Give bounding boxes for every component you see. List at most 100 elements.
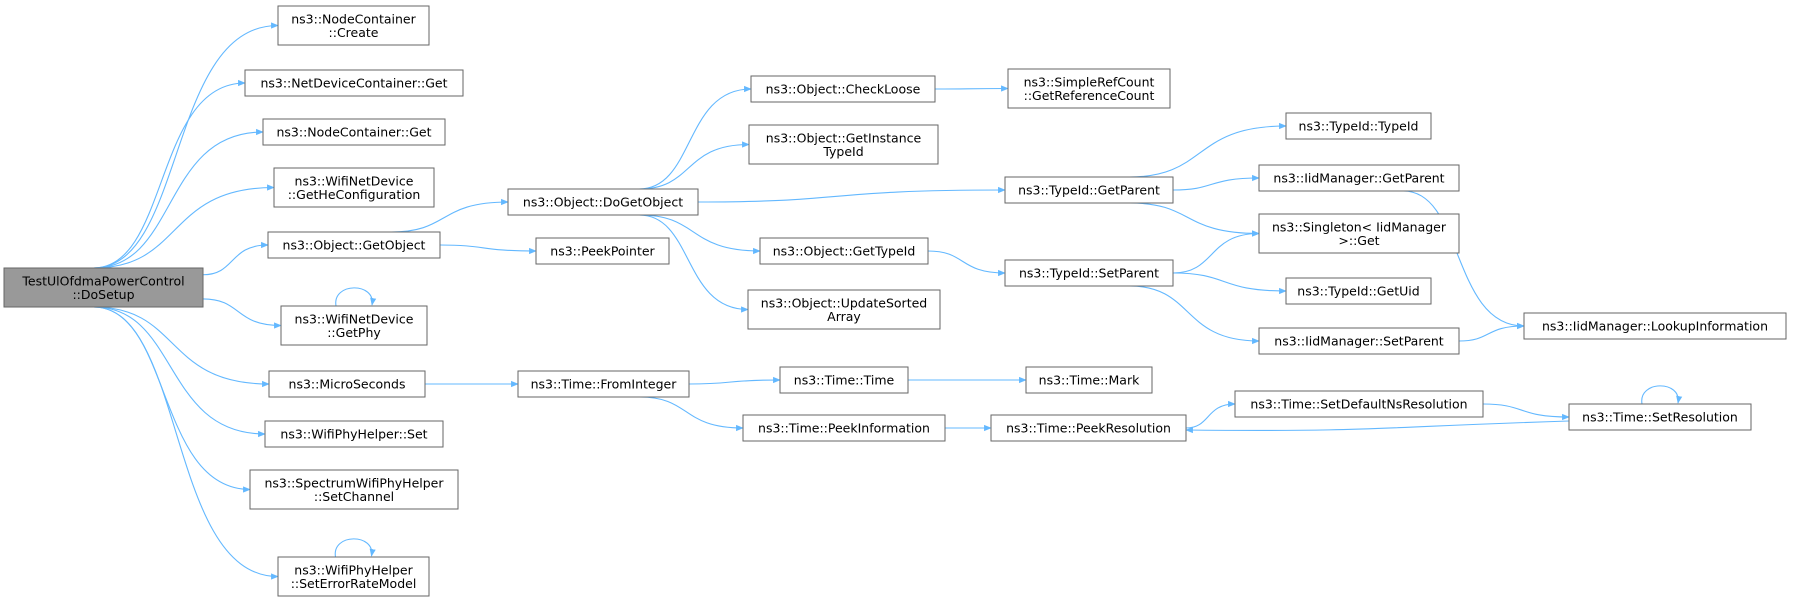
- edge-dogetobject-to-updsorted: [639, 214, 749, 313]
- node-box-microseconds: [268, 370, 426, 398]
- node-label-setchannel-0: ns3::SpectrumWifiPhyHelper: [265, 475, 445, 490]
- node-getrefcount[interactable]: ns3::SimpleRefCount::GetReferenceCount: [1007, 68, 1171, 109]
- node-label-nc_create-1: ::Create: [329, 25, 379, 40]
- node-getobject[interactable]: ns3::Object::GetObject: [267, 231, 441, 259]
- edge-setdefres-to-setres: [1482, 403, 1570, 421]
- node-label-tid_setparent-0: ns3::TypeId::SetParent: [1019, 266, 1159, 281]
- node-peekpointer[interactable]: ns3::PeekPointer: [535, 237, 670, 265]
- node-box-getobject: [267, 231, 441, 259]
- node-label-peekres-0: ns3::Time::PeekResolution: [1006, 421, 1171, 436]
- edge-gettypeid-to-tid_setparent: [927, 250, 1006, 277]
- node-dogetobject[interactable]: ns3::Object::DoGetObject: [507, 188, 699, 216]
- node-box-wph_set: [264, 420, 444, 448]
- node-nc_get[interactable]: ns3::NodeContainer::Get: [262, 118, 446, 146]
- edge-dogetobject-to-gettypeid: [639, 214, 761, 255]
- edge-root-to-wph_set: [93, 306, 266, 438]
- node-time_mark[interactable]: ns3::Time::Mark: [1025, 366, 1153, 394]
- node-label-getuid-0: ns3::TypeId::GetUid: [1297, 284, 1419, 299]
- node-tid_typeid[interactable]: ns3::TypeId::TypeId: [1285, 112, 1432, 140]
- node-singleton[interactable]: ns3::Singleton< IidManager>::Get: [1258, 213, 1460, 254]
- node-tid_getparent[interactable]: ns3::TypeId::GetParent: [1004, 176, 1174, 204]
- node-label-setdefres-0: ns3::Time::SetDefaultNsResolution: [1250, 397, 1467, 412]
- edge-setres-to-setres: [1641, 385, 1683, 405]
- edge-root-to-getphy: [202, 298, 282, 329]
- edge-getphy-to-getphy: [335, 287, 377, 307]
- node-setres[interactable]: ns3::Time::SetResolution: [1568, 403, 1752, 431]
- node-lookup[interactable]: ns3::IidManager::LookupInformation: [1523, 312, 1787, 340]
- node-label-dogetobject-0: ns3::Object::DoGetObject: [523, 195, 683, 210]
- node-box-peekinfo: [742, 414, 946, 442]
- node-label-singleton-0: ns3::Singleton< IidManager: [1272, 219, 1447, 234]
- node-box-setchannel: [249, 469, 459, 510]
- node-microseconds[interactable]: ns3::MicroSeconds: [268, 370, 426, 398]
- node-iid_getparent[interactable]: ns3::IidManager::GetParent: [1258, 164, 1460, 192]
- node-setdefres[interactable]: ns3::Time::SetDefaultNsResolution: [1234, 390, 1484, 418]
- node-label-getheconf-1: ::GetHeConfiguration: [288, 187, 421, 202]
- node-label-ndc_get-0: ns3::NetDeviceContainer::Get: [260, 76, 447, 91]
- nodes-layer: TestUlOfdmaPowerControl::DoSetup ns3::Nod…: [3, 5, 1787, 597]
- node-label-setres-0: ns3::Time::SetResolution: [1582, 410, 1738, 425]
- node-box-dogetobject: [507, 188, 699, 216]
- node-root[interactable]: TestUlOfdmaPowerControl::DoSetup: [3, 267, 204, 308]
- node-label-tid_typeid-0: ns3::TypeId::TypeId: [1299, 119, 1419, 134]
- node-label-seterror-1: ::SetErrorRateModel: [291, 576, 417, 591]
- node-peekinfo[interactable]: ns3::Time::PeekInformation: [742, 414, 946, 442]
- node-label-setchannel-1: ::SetChannel: [314, 489, 394, 504]
- edges-layer: [93, 22, 1683, 580]
- node-label-getinst-1: TypeId: [822, 144, 863, 159]
- edge-root-to-microseconds: [93, 306, 270, 388]
- edge-dogetobject-to-checkloose: [638, 85, 752, 190]
- node-time_time[interactable]: ns3::Time::Time: [779, 366, 909, 394]
- node-label-getrefcount-0: ns3::SimpleRefCount: [1024, 74, 1155, 89]
- node-seterror[interactable]: ns3::WifiPhyHelper::SetErrorRateModel: [277, 556, 430, 597]
- node-box-getphy: [280, 305, 428, 346]
- node-box-fromint: [517, 370, 690, 398]
- node-box-singleton: [1258, 213, 1460, 254]
- node-label-time_mark-0: ns3::Time::Mark: [1039, 373, 1140, 388]
- node-box-getinst: [748, 124, 939, 165]
- node-getuid[interactable]: ns3::TypeId::GetUid: [1285, 277, 1432, 305]
- node-checkloose[interactable]: ns3::Object::CheckLoose: [750, 75, 936, 103]
- node-label-singleton-1: >::Get: [1338, 233, 1379, 248]
- node-box-time_mark: [1025, 366, 1153, 394]
- edge-fromint-to-time_time: [688, 376, 781, 385]
- edge-tid_setparent-to-singleton: [1172, 230, 1260, 274]
- node-label-nc_get-0: ns3::NodeContainer::Get: [277, 125, 432, 140]
- node-box-time_time: [779, 366, 909, 394]
- node-label-getphy-0: ns3::WifiNetDevice: [295, 311, 414, 326]
- node-label-microseconds-0: ns3::MicroSeconds: [289, 377, 406, 392]
- edge-tid_getparent-to-iid_getparent: [1172, 174, 1260, 191]
- edge-getobject-to-dogetobject: [391, 198, 509, 233]
- node-label-getinst-0: ns3::Object::GetInstance: [766, 130, 922, 145]
- node-label-root-1: ::DoSetup: [72, 287, 134, 302]
- node-label-peekinfo-0: ns3::Time::PeekInformation: [758, 421, 930, 436]
- node-box-tid_setparent: [1004, 259, 1174, 287]
- edge-checkloose-to-getrefcount: [934, 85, 1009, 92]
- node-iid_setparent[interactable]: ns3::IidManager::SetParent: [1258, 327, 1460, 355]
- edge-peekres-to-setdefres: [1185, 400, 1236, 429]
- node-getheconf[interactable]: ns3::WifiNetDevice::GetHeConfiguration: [273, 167, 435, 208]
- node-ndc_get[interactable]: ns3::NetDeviceContainer::Get: [244, 69, 464, 97]
- node-label-updsorted-0: ns3::Object::UpdateSorted: [761, 295, 927, 310]
- node-wph_set[interactable]: ns3::WifiPhyHelper::Set: [264, 420, 444, 448]
- node-getphy[interactable]: ns3::WifiNetDevice::GetPhy: [280, 305, 428, 346]
- node-peekres[interactable]: ns3::Time::PeekResolution: [990, 414, 1187, 442]
- edge-iid_setparent-to-lookup: [1458, 322, 1525, 342]
- node-fromint[interactable]: ns3::Time::FromInteger: [517, 370, 690, 398]
- edge-tid_getparent-to-tid_typeid: [1129, 122, 1287, 178]
- node-gettypeid[interactable]: ns3::Object::GetTypeId: [759, 237, 929, 265]
- node-box-lookup: [1523, 312, 1787, 340]
- edge-tid_setparent-to-getuid: [1172, 272, 1287, 295]
- edge-setres-to-peekres: [1185, 420, 1570, 434]
- node-nc_create[interactable]: ns3::NodeContainer::Create: [277, 5, 430, 46]
- edge-iid_getparent-to-lookup: [1403, 190, 1525, 330]
- node-label-iid_setparent-0: ns3::IidManager::SetParent: [1274, 334, 1444, 349]
- node-label-iid_getparent-0: ns3::IidManager::GetParent: [1273, 171, 1444, 186]
- node-setchannel[interactable]: ns3::SpectrumWifiPhyHelper::SetChannel: [249, 469, 459, 510]
- edge-root-to-seterror: [93, 306, 279, 580]
- node-label-gettypeid-0: ns3::Object::GetTypeId: [773, 244, 916, 259]
- node-tid_setparent[interactable]: ns3::TypeId::SetParent: [1004, 259, 1174, 287]
